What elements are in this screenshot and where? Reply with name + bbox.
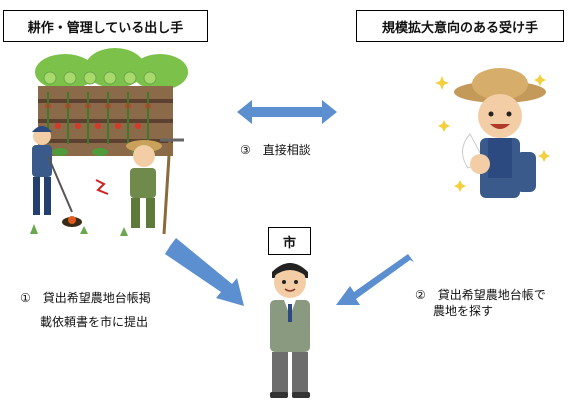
consult-arrow xyxy=(237,100,337,124)
search-arrow xyxy=(336,254,414,305)
farm-illustration xyxy=(30,48,188,236)
step2-line1: ② 貸出希望農地台帳で xyxy=(415,288,546,302)
lender-title: 耕作・管理している出し手 xyxy=(27,20,184,36)
city-box: 市 xyxy=(268,227,311,255)
step1-line2: 載依頼書を市に提出 xyxy=(40,315,149,329)
receiver-title-box: 規模拡大意向のある受け手 xyxy=(356,10,564,42)
city-label: 市 xyxy=(282,235,296,251)
city-official-illustration xyxy=(270,263,310,398)
step2-line2: 農地を探す xyxy=(433,304,494,318)
receiver-farmer-illustration xyxy=(435,68,550,198)
worker-figure xyxy=(32,126,82,227)
submit-arrow xyxy=(165,238,244,306)
elderly-farmer-figure xyxy=(95,138,184,235)
step3-label: ③ 直接相談 xyxy=(240,143,311,157)
receiver-title: 規模拡大意向のある受け手 xyxy=(381,20,538,36)
lender-title-box: 耕作・管理している出し手 xyxy=(3,10,208,42)
step1-line1: ① 貸出希望農地台帳掲 xyxy=(20,291,151,305)
